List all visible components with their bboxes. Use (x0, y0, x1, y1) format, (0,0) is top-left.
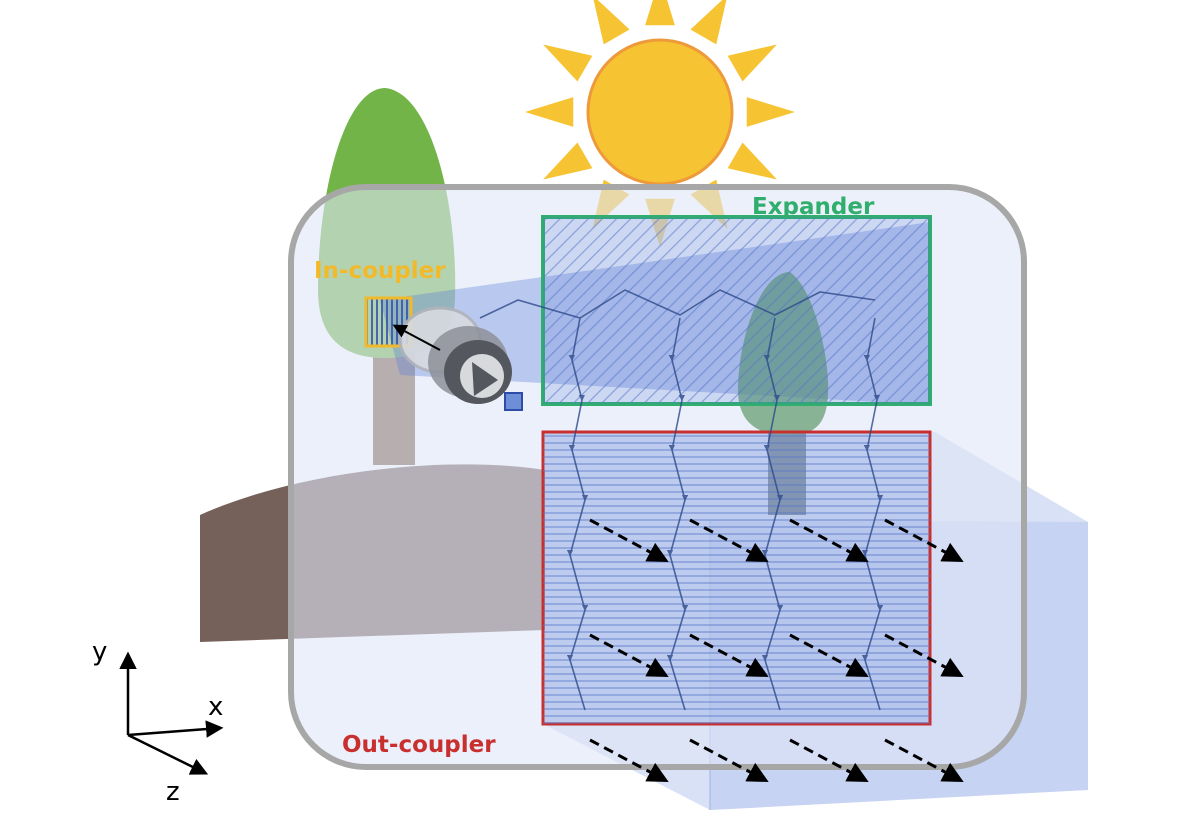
sun-ray (525, 97, 574, 127)
sun-ray (746, 97, 795, 127)
in-coupler-label: In-coupler (314, 258, 446, 284)
output-arrow (589, 633, 669, 677)
output-arrow (689, 738, 769, 782)
vertical-ray (666, 317, 689, 711)
output-arrow (589, 518, 669, 562)
z-axis-label: z (166, 777, 180, 807)
expander-ray (479, 289, 876, 319)
vertical-ray (566, 317, 589, 711)
coordinate-axes (119, 651, 224, 775)
sun-ray (645, 0, 675, 26)
expander-label: Expander (752, 194, 875, 220)
output-arrow (789, 518, 869, 562)
x-axis-label: x (208, 692, 223, 722)
sun-ray (543, 142, 593, 180)
sun-ray (593, 0, 630, 45)
output-arrow (884, 518, 964, 562)
vertical-ray (861, 317, 884, 711)
out-coupler-label: Out-coupler (342, 732, 496, 758)
sun-ray (727, 142, 777, 180)
output-arrow (789, 633, 869, 677)
output-arrow (689, 633, 769, 677)
sun-disc (586, 38, 734, 186)
vertical-ray (761, 317, 784, 711)
sun-ray (727, 44, 777, 82)
guided-light-rays (479, 289, 884, 711)
in-coupler-grating (364, 296, 413, 348)
y-axis-label: y (92, 637, 107, 667)
output-arrow (884, 633, 964, 677)
sun-ray (690, 0, 727, 45)
projector-lens-icon (392, 306, 523, 411)
output-arrow (789, 738, 869, 782)
output-arrow (589, 738, 669, 782)
output-arrow (689, 518, 769, 562)
output-arrow (884, 738, 964, 782)
sun-ray (543, 44, 593, 82)
output-light-arrows (589, 518, 964, 782)
